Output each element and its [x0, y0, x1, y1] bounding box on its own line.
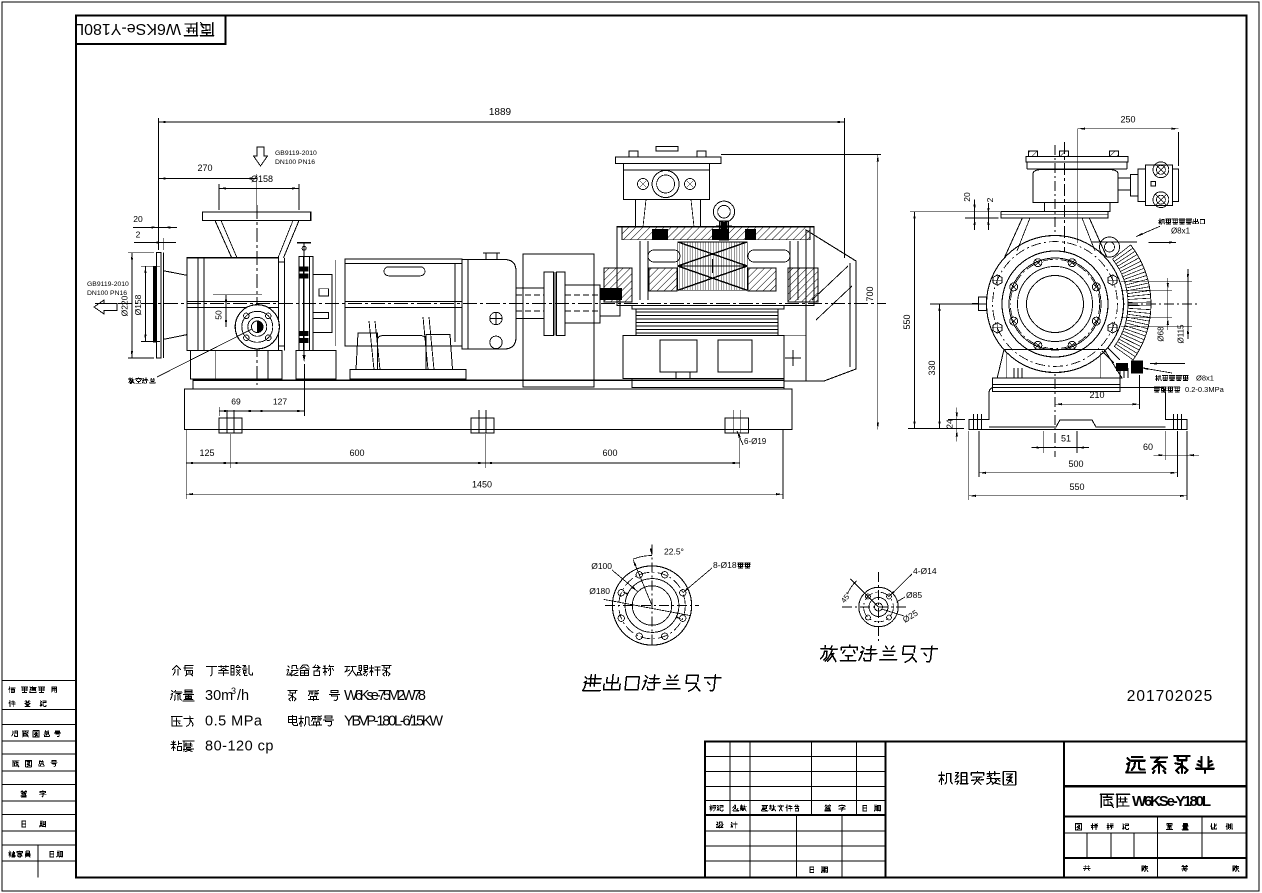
svg-text:DN100 PN16: DN100 PN16 — [87, 290, 127, 297]
svg-text:127: 127 — [273, 397, 287, 407]
svg-text:20: 20 — [133, 214, 143, 224]
svg-text:22.5°: 22.5° — [664, 547, 684, 557]
svg-text:0.5 MPa: 0.5 MPa — [205, 714, 263, 730]
svg-text:Ø180: Ø180 — [589, 586, 610, 596]
svg-text:W6KSe-Y180L: W6KSe-Y180L — [1132, 793, 1211, 810]
svg-text:210: 210 — [1089, 390, 1104, 400]
svg-text:69: 69 — [231, 397, 241, 407]
svg-text:Ø68: Ø68 — [1157, 326, 1166, 342]
svg-text:20: 20 — [962, 192, 972, 202]
svg-text:330: 330 — [927, 360, 937, 375]
svg-text:Ø158: Ø158 — [133, 294, 143, 315]
svg-text:50: 50 — [214, 310, 224, 320]
svg-text:GB9119-2010: GB9119-2010 — [87, 281, 129, 288]
svg-text:2: 2 — [985, 197, 995, 202]
svg-text:Ø85: Ø85 — [906, 590, 922, 600]
svg-text:4-Ø14: 4-Ø14 — [913, 566, 937, 576]
svg-text:600: 600 — [602, 448, 617, 458]
svg-text:201702025: 201702025 — [1127, 688, 1214, 705]
svg-text:700: 700 — [865, 286, 875, 301]
svg-text:1450: 1450 — [472, 480, 492, 490]
svg-text:Ø115: Ø115 — [1177, 324, 1186, 344]
svg-text:YBVP-180L-6/15KW: YBVP-180L-6/15KW — [344, 714, 443, 730]
svg-text:W6Kse-75M2W78: W6Kse-75M2W78 — [344, 688, 426, 704]
svg-text:Ø8x1: Ø8x1 — [1196, 374, 1214, 383]
svg-text:2: 2 — [136, 230, 141, 240]
svg-text:6-Ø19: 6-Ø19 — [744, 437, 767, 446]
svg-text:8-Ø18: 8-Ø18 — [713, 560, 737, 570]
svg-text:550: 550 — [902, 314, 912, 329]
svg-text:270: 270 — [197, 163, 212, 173]
svg-text:Ø220: Ø220 — [120, 295, 130, 316]
svg-text:3: 3 — [231, 686, 236, 696]
svg-text:550: 550 — [1069, 482, 1084, 492]
svg-text:1889: 1889 — [489, 107, 512, 118]
svg-text:/h: /h — [237, 688, 249, 704]
svg-text:Ø158: Ø158 — [251, 174, 273, 184]
svg-text:30m: 30m — [205, 688, 233, 704]
svg-text:500: 500 — [1068, 459, 1083, 469]
svg-text:80-120 cp: 80-120 cp — [205, 739, 274, 755]
svg-text:GB9119-2010: GB9119-2010 — [275, 150, 317, 157]
svg-text:250: 250 — [1120, 115, 1135, 125]
svg-text:W6KSe-Y180L: W6KSe-Y180L — [75, 20, 181, 37]
svg-text:0.2-0.3MPa: 0.2-0.3MPa — [1185, 385, 1225, 394]
svg-text:Ø8x1: Ø8x1 — [1171, 227, 1191, 236]
svg-text:125: 125 — [199, 448, 214, 458]
svg-text:24: 24 — [945, 419, 955, 429]
svg-text:600: 600 — [349, 448, 364, 458]
svg-text:51: 51 — [1061, 434, 1071, 444]
svg-text:DN100 PN16: DN100 PN16 — [275, 159, 315, 166]
svg-text:60: 60 — [1143, 442, 1153, 452]
svg-text:Ø100: Ø100 — [591, 561, 612, 571]
